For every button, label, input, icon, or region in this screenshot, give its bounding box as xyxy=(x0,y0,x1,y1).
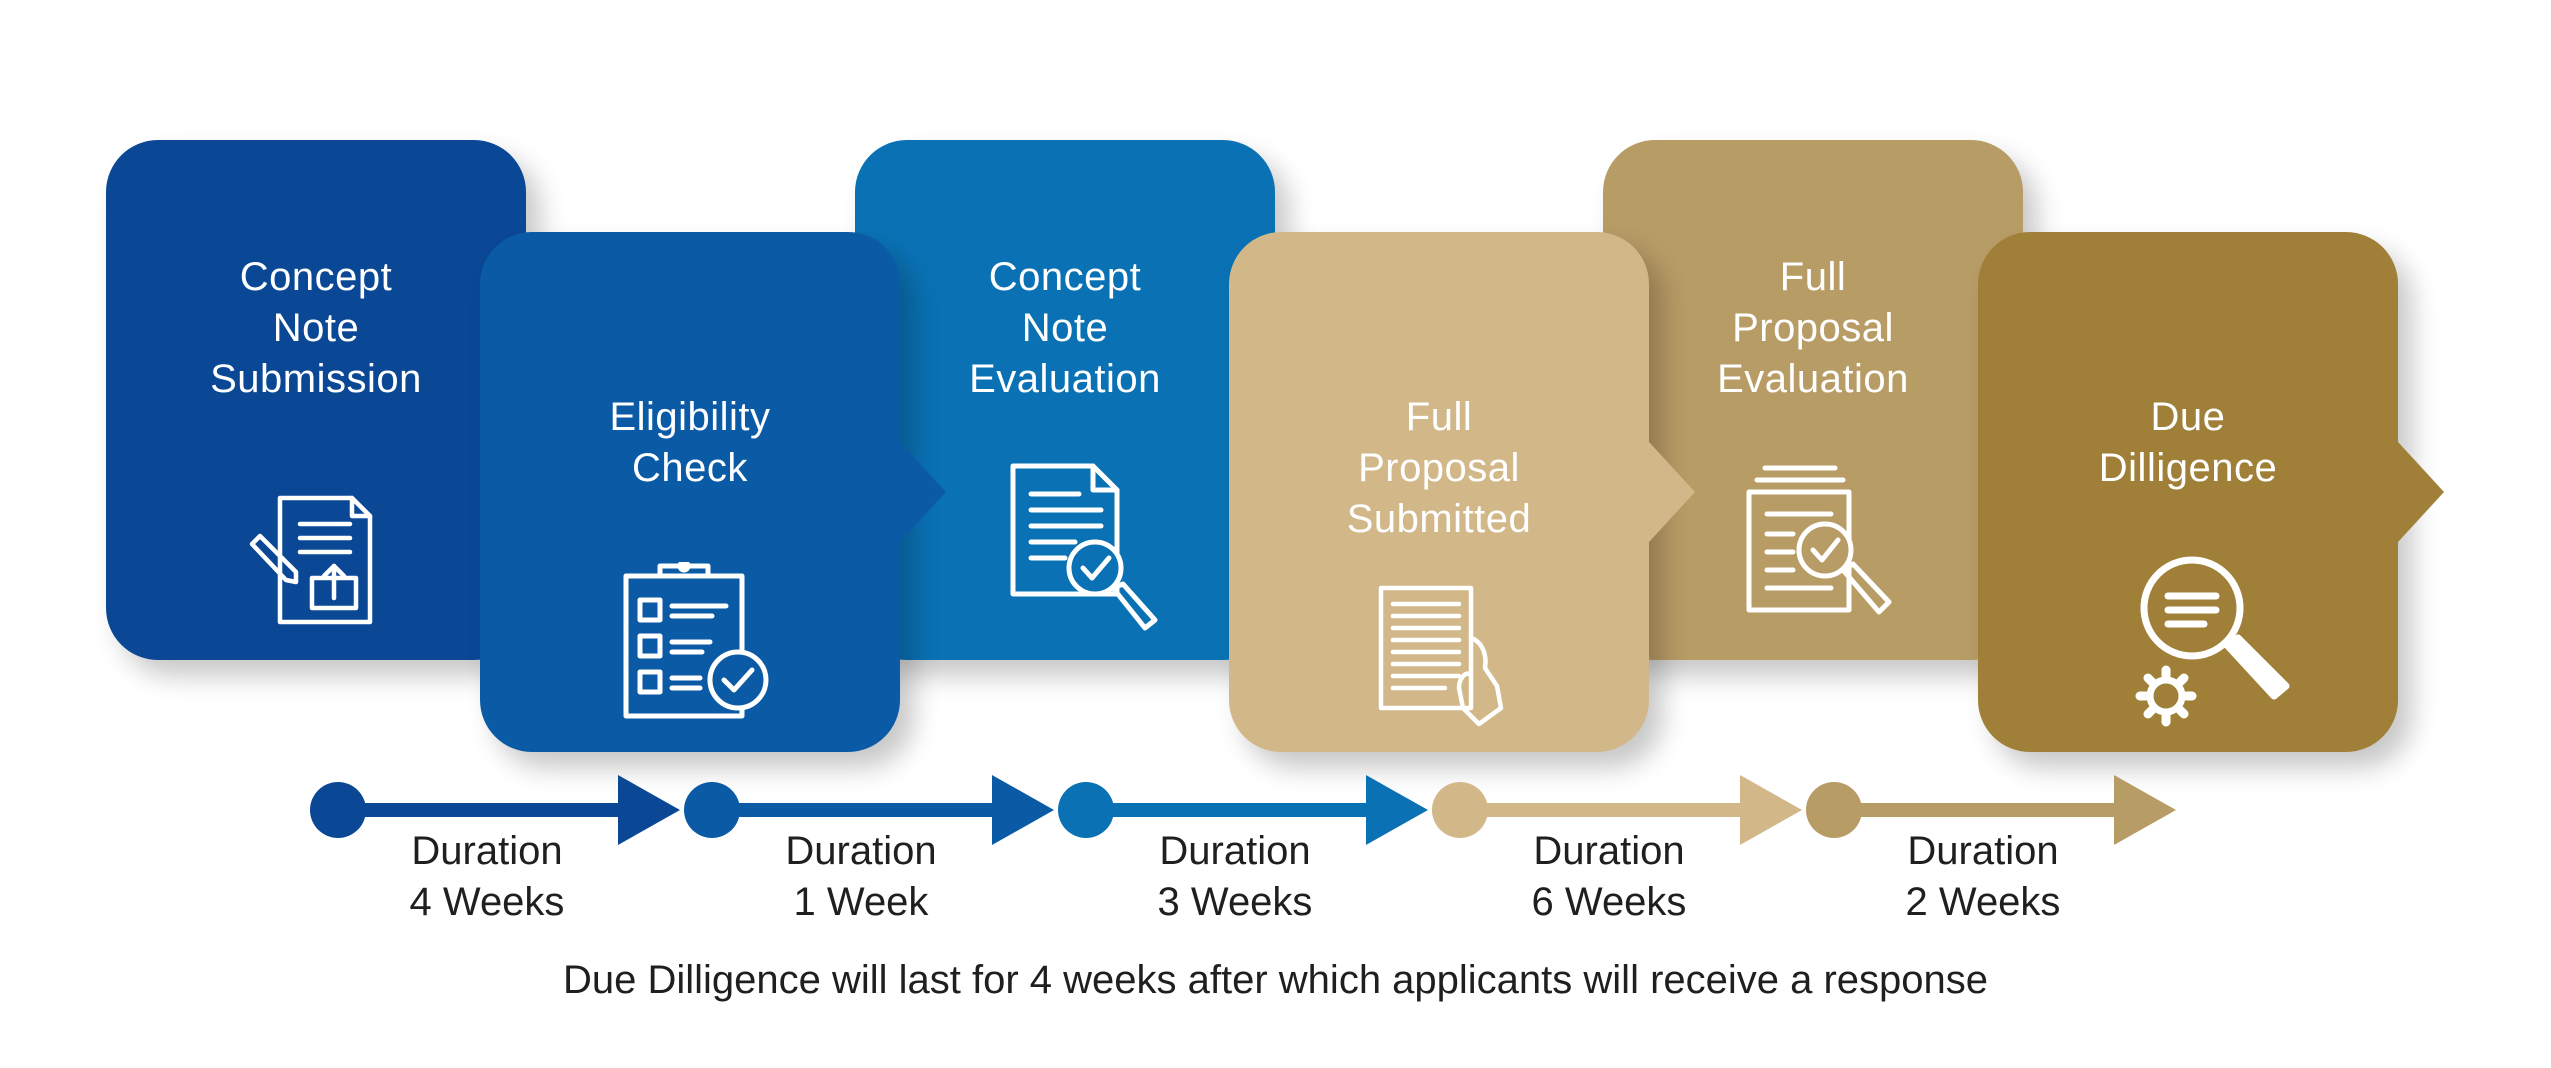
stage-label: Full Proposal Evaluation xyxy=(1717,255,1909,401)
stage-label: Full Proposal Submitted xyxy=(1346,395,1532,541)
duration-label: Duration 3 Weeks xyxy=(1157,829,1313,924)
clipboard-checklist-icon xyxy=(620,559,780,727)
stage-label: Due Dilligence xyxy=(2098,395,2278,490)
arrow-head-icon xyxy=(992,775,1054,845)
timeline-line xyxy=(1472,803,1752,817)
stage-label: Concept Note Evaluation xyxy=(969,255,1161,401)
duration-arrow xyxy=(1058,775,1428,845)
duration-label: Duration 4 Weeks xyxy=(409,829,565,924)
stage-eligibility-check: Eligibility Check xyxy=(480,232,946,752)
timeline-line xyxy=(350,803,630,817)
document-search-check-icon xyxy=(1005,460,1165,655)
duration-arrow xyxy=(1432,775,1802,845)
duration-arrow xyxy=(1806,775,2176,845)
stage-label: Eligibility Check xyxy=(609,395,771,490)
document-upload-icon xyxy=(246,490,386,635)
footnote: Due Dilligence will last for 4 weeks aft… xyxy=(562,958,1989,1002)
duration-label: Duration 6 Weeks xyxy=(1531,829,1687,924)
timeline-line xyxy=(1846,803,2126,817)
arrow-head-icon xyxy=(1740,775,1802,845)
duration-label: Duration 2 Weeks xyxy=(1905,829,2061,924)
stage-due-dilligence: Due Dilligence xyxy=(1978,232,2444,752)
arrow-head-icon xyxy=(1366,775,1428,845)
stage-concept-note-evaluation: Concept Note Evaluation xyxy=(855,140,1321,660)
arrow-head-icon xyxy=(618,775,680,845)
hand-holding-document-icon xyxy=(1375,582,1525,737)
duration-arrow xyxy=(684,775,1054,845)
arrow-head-icon xyxy=(2114,775,2176,845)
magnifier-gear-icon xyxy=(2126,552,2306,737)
duration-label: Duration 1 Week xyxy=(785,829,937,924)
stage-concept-note-submission: Concept Note Submission xyxy=(106,140,572,660)
timeline-line xyxy=(1098,803,1378,817)
duration-arrow xyxy=(310,775,680,845)
timeline-line xyxy=(724,803,1004,817)
stage-full-proposal-submitted: Full Proposal Submitted xyxy=(1229,232,1695,752)
stacked-documents-magnifier-icon xyxy=(1743,462,1913,647)
stage-label: Concept Note Submission xyxy=(210,255,422,401)
stage-full-proposal-evaluation: Full Proposal Evaluation xyxy=(1603,140,2069,660)
